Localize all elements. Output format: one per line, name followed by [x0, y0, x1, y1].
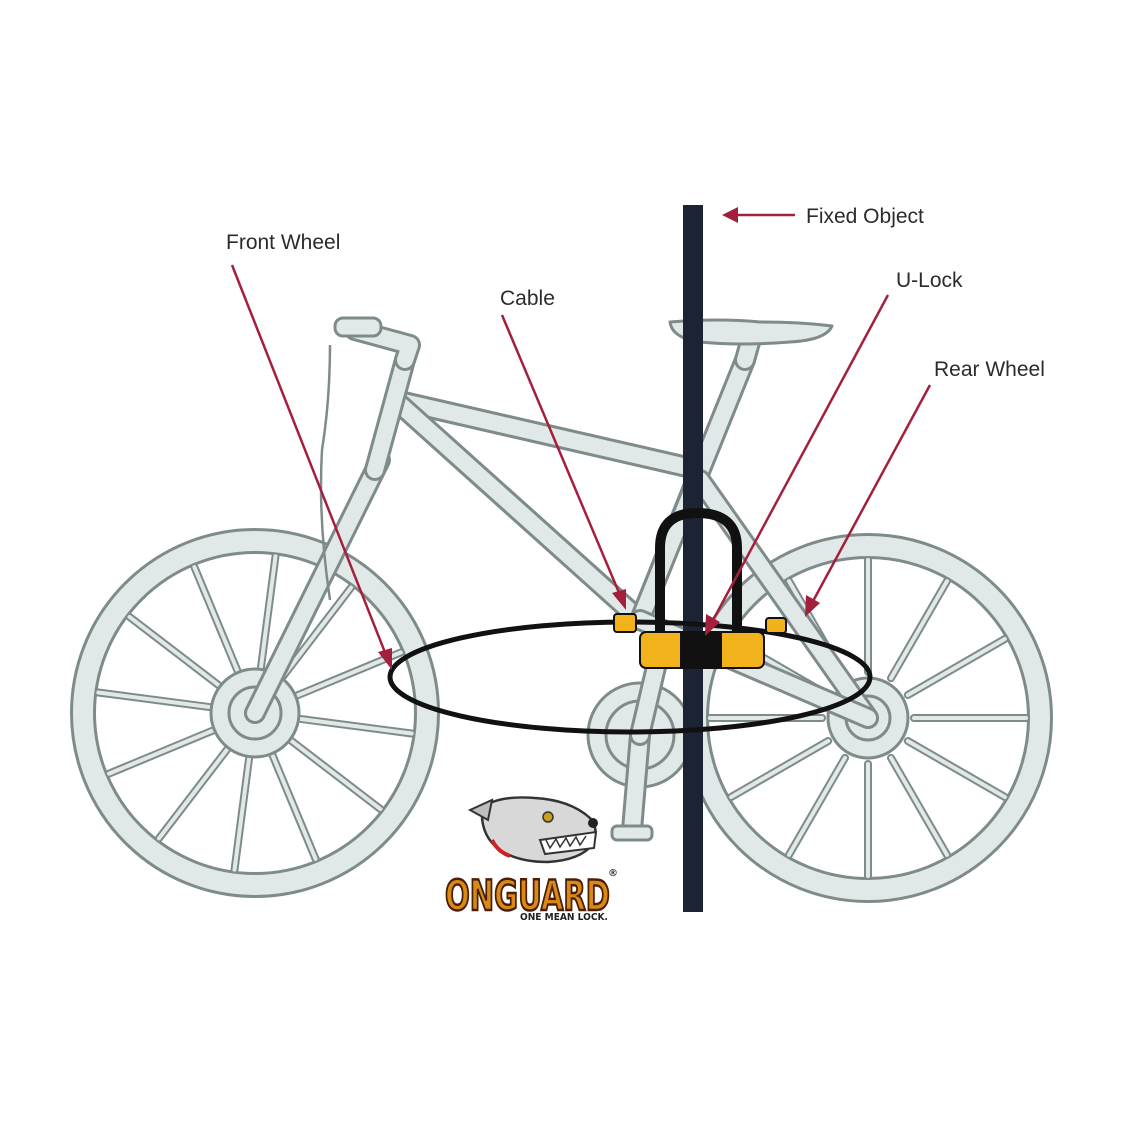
logo-brand: ONGUARD: [445, 871, 610, 920]
wheel-spoke: [295, 650, 403, 698]
arrow-rear-wheel: [805, 384, 932, 617]
wheel-spoke: [280, 585, 354, 679]
rear-wheel-spokes: [706, 556, 1030, 880]
wheel-spoke: [258, 554, 278, 670]
logo-registered: ®: [608, 868, 618, 879]
label-front-wheel: Front Wheel: [226, 231, 340, 254]
fixed-post: [683, 205, 703, 912]
wheel-spoke: [729, 739, 831, 799]
arrow-fixed-object: [722, 207, 795, 223]
wheel-spoke: [289, 738, 383, 812]
front-wheel-spokes: [94, 552, 416, 874]
wheel-spoke: [96, 690, 212, 710]
crankset: [586, 639, 694, 842]
wheel-spoke: [889, 579, 949, 681]
handlebar: [319, 316, 383, 601]
arrow-front-wheel: [230, 264, 392, 670]
wheel-spoke: [270, 753, 318, 861]
wheel-spoke: [127, 614, 221, 688]
logo-tagline: ONE MEAN LOCK.: [520, 912, 608, 923]
cable-end: [765, 617, 787, 634]
arrow-u-lock: [705, 294, 890, 636]
label-fixed-object: Fixed Object: [806, 205, 924, 228]
bike-frame: [244, 319, 879, 729]
label-cable: Cable: [500, 287, 555, 310]
wheel-spoke: [905, 739, 1007, 799]
u-lock: [639, 507, 765, 669]
onguard-logo: ONGUARD ® ONE MEAN LOCK.: [444, 796, 618, 923]
label-u-lock: U-Lock: [896, 269, 963, 292]
wheel-spoke: [107, 728, 215, 776]
wheel-spoke: [298, 716, 414, 736]
wheel-spoke: [232, 756, 252, 872]
cable-end: [613, 613, 637, 633]
arrow-cable: [500, 314, 626, 610]
wheel-spoke: [156, 747, 230, 841]
wheel-spoke: [889, 755, 949, 857]
bulldog-mascot: [467, 796, 598, 864]
label-rear-wheel: Rear Wheel: [934, 358, 1045, 381]
wheel-spoke: [905, 637, 1007, 697]
wheel-spoke: [192, 565, 240, 673]
wheel-spoke: [787, 755, 847, 857]
